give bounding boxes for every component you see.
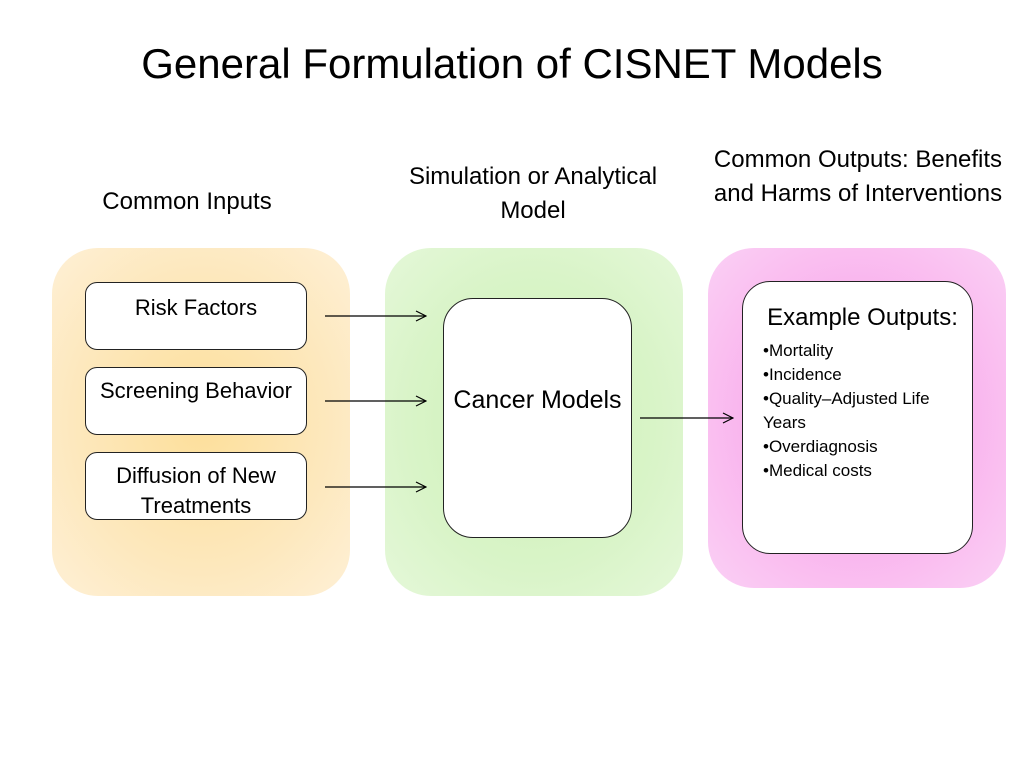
output-item-overdiagnosis: Overdiagnosis — [763, 435, 962, 459]
example-outputs-title: Example Outputs: — [767, 304, 958, 331]
output-item-medical-costs: Medical costs — [763, 459, 962, 483]
heading-common-inputs: Common Inputs — [102, 188, 272, 215]
example-outputs-list: Mortality Incidence Quality–Adjusted Lif… — [763, 339, 962, 483]
output-item-incidence: Incidence — [763, 363, 962, 387]
input-diffusion-treatments: Diffusion of New Treatments — [85, 452, 307, 520]
example-outputs-box: Example Outputs: Mortality Incidence Qua… — [742, 281, 973, 554]
input-screening-behavior: Screening Behavior — [85, 367, 307, 435]
heading-simulation-model: Simulation or Analytical Model — [408, 163, 658, 224]
output-item-qaly: Quality–Adjusted Life Years — [763, 387, 962, 435]
cancer-models-box: Cancer Models — [443, 298, 632, 538]
input-risk-factors: Risk Factors — [85, 282, 307, 350]
output-item-mortality: Mortality — [763, 339, 962, 363]
heading-common-outputs: Common Outputs: Benefits and Harms of In… — [713, 146, 1003, 207]
slide-title: General Formulation of CISNET Models — [141, 40, 883, 87]
